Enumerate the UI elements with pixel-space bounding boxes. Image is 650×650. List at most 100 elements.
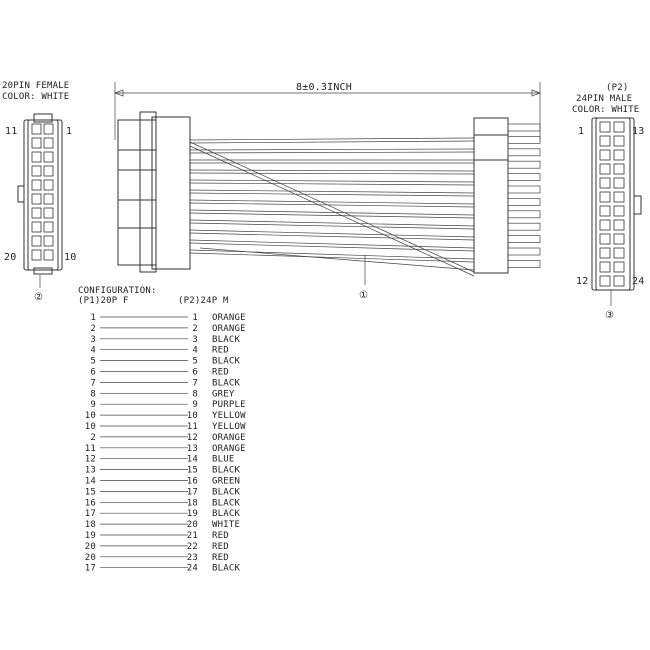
config-wire-color: RED (212, 346, 229, 356)
p2-pin-number-top-left: 1 (578, 126, 584, 137)
config-p1-pin: 18 (85, 520, 96, 530)
p1-pin-socket (31, 249, 42, 261)
p1-pin-socket (31, 207, 42, 219)
config-p2-pin: 15 (187, 466, 198, 476)
config-p2-pin: 3 (192, 335, 198, 345)
p1-pin-socket (31, 151, 42, 163)
p2-callout: ③ (605, 310, 614, 321)
p2-pin (613, 205, 625, 217)
config-wire-color: BLACK (212, 335, 240, 345)
p1-pin-number-bottom-left: 20 (4, 252, 16, 263)
p2-pin-stub (507, 260, 541, 268)
config-wire-color: RED (212, 531, 229, 541)
config-wire-color: ORANGE (212, 324, 246, 334)
config-wire-color: BLACK (212, 378, 240, 388)
p2-title-line3: COLOR: WHITE (572, 105, 639, 115)
p2-pin-number-bottom-right: 24 (632, 276, 644, 287)
config-p1-pin: 7 (90, 378, 96, 388)
p1-pin-socket (31, 193, 42, 205)
p2-pin-stub (507, 148, 541, 157)
config-wire-color: YELLOW (212, 411, 246, 421)
cable-wire-edge (189, 222, 475, 230)
p1-pin-socket (43, 151, 54, 163)
cable-wire (189, 249, 475, 260)
p2-pin-stub (507, 136, 541, 144)
config-p1-pin: 9 (90, 400, 96, 410)
p1-pin-number-top-left: 11 (5, 126, 17, 137)
config-wire-color: BLACK (212, 466, 240, 476)
config-wire-color: ORANGE (212, 433, 246, 443)
config-wire-color: GREY (212, 389, 235, 399)
p2-pin-number-bottom-left: 12 (576, 276, 588, 287)
config-p2-pin: 18 (187, 498, 198, 508)
p1-pin-socket (43, 207, 54, 219)
config-p2-pin: 22 (187, 542, 198, 552)
cable-wire-edge (189, 232, 475, 241)
p2-pin-stub (507, 247, 541, 256)
config-wire-color: PURPLE (212, 400, 246, 410)
config-wire-color: RED (212, 553, 229, 563)
p2-pin (613, 135, 625, 147)
p2-pin-stub (507, 235, 541, 243)
config-p2-pin: 7 (192, 378, 198, 388)
config-wire-color: GREEN (212, 477, 240, 487)
p2-pin-stub (507, 222, 541, 231)
config-wire-color: BLACK (212, 487, 240, 497)
cable-wire (189, 199, 475, 205)
p2-pin (599, 163, 611, 175)
cable-wire-crossing (199, 247, 475, 271)
dimension-label: 8±0.3INCH (296, 82, 352, 93)
config-p1-pin: 13 (85, 466, 96, 476)
p2-pin (599, 177, 611, 189)
configuration-title: CONFIGURATION: (78, 286, 157, 296)
p1-pin-socket (31, 235, 42, 247)
config-p2-pin: 2 (192, 324, 198, 334)
config-wire-color: RED (212, 542, 229, 552)
config-p1-pin: 20 (85, 553, 96, 563)
config-wire-color: ORANGE (212, 444, 246, 454)
p2-pin-stub (507, 123, 541, 132)
config-p2-pin: 19 (187, 509, 198, 519)
config-p2-pin: 23 (187, 553, 198, 563)
config-p2-pin: 6 (192, 368, 198, 378)
p2-title-line2: 24PIN MALE (576, 94, 632, 104)
config-p1-pin: 14 (85, 477, 96, 487)
config-p1-pin: 2 (90, 433, 96, 443)
p1-pin-socket (31, 165, 42, 177)
p1-connector-face (17, 113, 63, 275)
cable-wire (189, 179, 475, 183)
cable-wire-edge (189, 212, 475, 219)
config-wire-color: WHITE (212, 520, 240, 530)
p2-connector-face (591, 117, 642, 291)
p1-pin-socket (43, 179, 54, 191)
cable-wire-crossing-edge (189, 145, 475, 277)
p2-pin (599, 247, 611, 259)
p1-callout: ② (34, 292, 43, 303)
config-p1-pin: 17 (85, 564, 96, 574)
p1-pin-socket (43, 221, 54, 233)
cable-wire (189, 169, 475, 172)
config-p1-pin: 4 (90, 346, 96, 356)
config-p2-pin: 20 (187, 520, 198, 530)
p2-pin-stub (507, 173, 541, 181)
config-wire-color: BLACK (212, 498, 240, 508)
config-wire-color: YELLOW (212, 422, 246, 432)
config-p2-pin: 4 (192, 346, 198, 356)
config-p2-pin: 8 (192, 389, 198, 399)
p2-pin (599, 121, 611, 133)
p1-pin-socket (43, 123, 54, 135)
config-p1-pin: 12 (85, 455, 96, 465)
cable-wire (189, 148, 475, 151)
config-p2-pin: 1 (192, 313, 198, 323)
p2-pin (599, 233, 611, 245)
cable-wire-edge (189, 192, 475, 197)
p2-pin-stub (507, 198, 541, 206)
p2-pin (599, 205, 611, 217)
p1-title-line2: COLOR: WHITE (2, 92, 69, 102)
cable-wire (189, 209, 475, 216)
config-p1-pin: 19 (85, 531, 96, 541)
cable-wire-edge (189, 182, 475, 186)
cable-wire (189, 219, 475, 227)
p1-pin-socket (43, 235, 54, 247)
